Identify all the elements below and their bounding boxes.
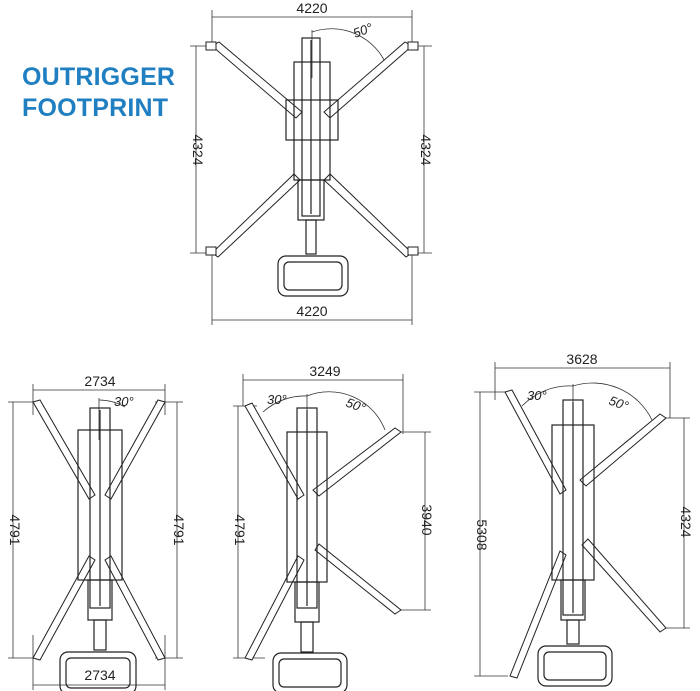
dimension-label: 4220 [296,303,327,319]
dimension-height-right: 4791 [155,401,187,659]
dimension-height-right: 4324 [405,45,434,254]
angle-label: 30° [114,394,134,409]
dimension-width-top: 3249 [242,363,404,434]
angle-label: 50° [351,20,375,41]
outrigger-arms [504,389,667,679]
dimension-width-top: 3628 [494,351,671,418]
dimension-label: 2734 [84,667,115,683]
dimension-label: 3628 [566,351,597,367]
outrigger-diagram-top: 4220 4220 4324 4324 50° [190,0,434,325]
dimension-label: 3940 [419,504,435,535]
dimension-width-bottom: 2734 [32,635,166,690]
angle-marker-right: 50° [306,391,386,431]
dimension-label: 4324 [678,506,694,537]
dimension-width-top: 4220 [211,0,413,48]
dimension-label: 4791 [7,514,23,545]
dimension-label: 5308 [474,519,490,550]
dimension-label: 2734 [84,373,115,389]
outrigger-diagram-bottom-right: 3628 5308 4324 30° 50° [474,351,694,687]
machine-body [537,399,613,687]
dimension-height-left: 4791 [232,405,265,659]
title-line-2: FOOTPRINT [22,94,169,122]
angle-label: 30° [527,388,547,403]
dimension-height-left: 4324 [190,45,218,254]
angle-label: 50° [344,395,368,416]
outrigger-diagram-bottom-left: 2734 2734 4791 4791 30° [7,373,187,691]
machine-body [272,407,348,691]
dimension-width-bottom: 4220 [211,252,413,325]
dimension-height-left: 5308 [474,391,508,677]
dimension-height-left: 4791 [7,401,40,659]
title-line-1: OUTRIGGER [22,63,176,91]
machine-body [277,37,349,297]
dimension-height-right: 3940 [397,431,435,611]
dimension-label: 3249 [309,363,340,379]
outrigger-diagram-bottom-middle: 3249 4791 3940 30° 50° [232,363,435,691]
machine-body [59,407,137,691]
angle-label: 50° [607,393,631,414]
outrigger-arms [244,402,402,661]
dimension-label: 4791 [171,514,187,545]
dimension-width-top: 2734 [32,373,166,415]
angle-marker-left: 30° [262,392,308,440]
dimension-label: 4324 [190,134,206,165]
angle-marker-right: 30° [98,394,134,440]
dimension-label: 4791 [232,514,248,545]
outrigger-arms [32,399,166,661]
angle-label: 30° [267,392,287,407]
dimension-label: 4324 [418,134,434,165]
dimension-label: 4220 [296,0,327,16]
page-title: OUTRIGGER FOOTPRINT [22,62,175,124]
angle-marker-right: 50° [572,382,653,421]
dimension-height-right: 4324 [662,417,694,629]
